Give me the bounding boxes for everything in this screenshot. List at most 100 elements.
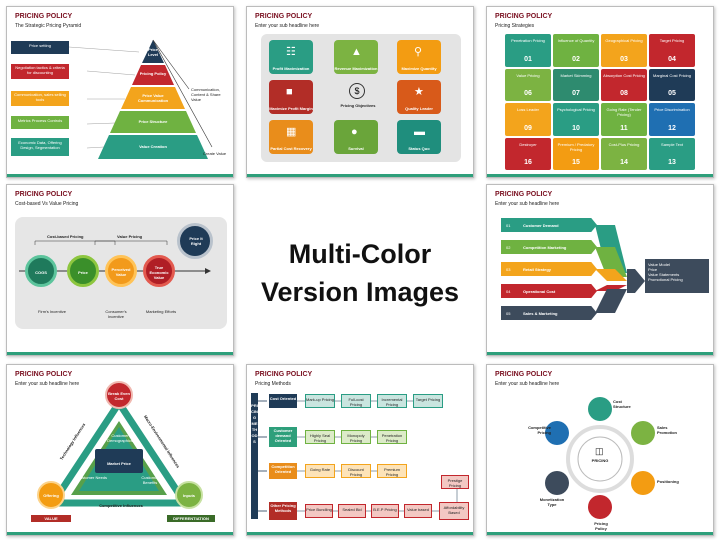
list-bar bbox=[501, 284, 597, 298]
pyramid-right-note: Communication, Content & Share Value bbox=[191, 87, 221, 102]
thumbnail-triangle[interactable]: PRICING POLICY Enter your sub headline h… bbox=[6, 364, 234, 536]
tile: Quality Leader★ bbox=[397, 80, 441, 114]
value-tag: VALUE bbox=[31, 515, 71, 522]
pyramid-left-box-4: Metrics Process Controls bbox=[11, 116, 69, 129]
method-box: Price Bundling bbox=[305, 504, 333, 518]
inputs-circle: Inputs bbox=[175, 481, 203, 509]
dollar-icon: $ bbox=[349, 83, 365, 99]
pyramid-level-3: Price Value Communication bbox=[137, 93, 169, 103]
method-box: Value based bbox=[404, 504, 432, 518]
list-label: Retail Strategy bbox=[523, 267, 552, 272]
tile: Survival● bbox=[334, 120, 378, 154]
strategy-label: Value Pricing bbox=[516, 72, 540, 78]
strategy-label: Marginal Cost Pricing bbox=[652, 72, 691, 78]
method-box: Penetration Pricing bbox=[377, 430, 407, 444]
radial-center-label: PRICING bbox=[591, 458, 609, 463]
bracket-label: Value Pricing bbox=[117, 234, 143, 239]
strategy-number: 03 bbox=[620, 55, 628, 63]
tile: Maximize Profit Margin■ bbox=[269, 80, 313, 114]
slide-subtitle: Enter your sub headline here bbox=[255, 23, 320, 29]
thumbnail-objectives[interactable]: PRICING POLICY Enter your sub headline h… bbox=[246, 6, 474, 178]
thumbnail-radial[interactable]: PRICING POLICY Enter your sub headline h… bbox=[486, 364, 714, 536]
method-category: Other Pricing Methods bbox=[269, 502, 297, 520]
method-box: Sealed Bid bbox=[338, 504, 366, 518]
method-box: Full-cost Pricing bbox=[341, 394, 371, 408]
thumbnail-arrow-list[interactable]: PRICING POLICY Enter your sub headline h… bbox=[486, 184, 714, 356]
list-number: 05 bbox=[506, 311, 511, 316]
customer-label: Customer Benefits bbox=[141, 475, 159, 485]
list-bar bbox=[501, 262, 597, 276]
strategy-number: 12 bbox=[668, 124, 676, 132]
step-circle: True Economic Value bbox=[143, 255, 175, 287]
method-box: Premium Pricing bbox=[377, 464, 407, 478]
bullet-box: Value Model Price Value Statements Promo… bbox=[645, 259, 709, 293]
step-circle: Price bbox=[67, 255, 99, 287]
list-label: Customer Demand bbox=[523, 223, 559, 228]
method-box: Highly Seal Pricing bbox=[305, 430, 335, 444]
method-box: B.E.P Pricing bbox=[371, 504, 399, 518]
thumbnail-methods[interactable]: PRICING POLICY Pricing Methods PRICING M… bbox=[246, 364, 474, 536]
bottom-label: Marketing Efforts bbox=[145, 309, 177, 314]
caption-line-2: Version Images bbox=[260, 277, 460, 307]
thumbnail-strategies[interactable]: PRICING POLICY Pricing Strategies Penetr… bbox=[486, 6, 714, 178]
strategy-label: Price Discrimination bbox=[654, 107, 690, 112]
slide-title: PRICING POLICY bbox=[15, 13, 73, 20]
base-label: Competitive Influences bbox=[99, 503, 143, 508]
strategy-cell: Market Skimming 07 bbox=[553, 68, 599, 101]
slide-subtitle: Cost-based Vs Value Pricing bbox=[15, 201, 79, 207]
list-bar bbox=[501, 306, 597, 320]
method-category: Cost Oriented bbox=[269, 394, 297, 408]
strategy-label: Target Pricing bbox=[659, 38, 685, 43]
slide-subtitle: Pricing Methods bbox=[255, 381, 291, 387]
bottom-label: Consumer's Incentive bbox=[105, 309, 127, 319]
strategy-label: Market Skimming bbox=[560, 72, 592, 78]
list-label: Operational Cost bbox=[523, 289, 556, 294]
slide-title: PRICING POLICY bbox=[255, 371, 313, 378]
radial-item: Competitive Pricing bbox=[528, 425, 551, 435]
strategy-cell: Going Rate (Tender Pricing)11 bbox=[601, 103, 647, 136]
funnel-arrows bbox=[595, 225, 645, 313]
strategy-label: Psychological Pricing bbox=[557, 107, 595, 112]
slide-title: PRICING POLICY bbox=[495, 371, 553, 378]
pyramid-level-2: Pricing Policy bbox=[139, 71, 167, 76]
strategy-number: 07 bbox=[572, 90, 580, 97]
differentiation-tag: DIFFERENTIATION bbox=[167, 515, 215, 522]
method-box: Affordability Based bbox=[439, 502, 469, 520]
strategy-number: 01 bbox=[524, 55, 532, 63]
list-number: 04 bbox=[506, 289, 511, 294]
triangle-diagram bbox=[46, 396, 192, 507]
method-box: Prestige Pricing bbox=[441, 475, 469, 489]
strategy-label: Influence of Quantity bbox=[557, 38, 595, 43]
slide-title: PRICING POLICY bbox=[495, 13, 553, 20]
thumbnail-pyramid[interactable]: PRICING POLICY The Strategic Pricing Pyr… bbox=[6, 6, 234, 178]
strategy-label: Cost-Plus Pricing bbox=[608, 141, 640, 147]
bottom-label: Firm's Incentive bbox=[38, 309, 66, 314]
thumbnail-cost-vs-value[interactable]: PRICING POLICY Cost-based Vs Value Prici… bbox=[6, 184, 234, 356]
radial-item: Cost Structure bbox=[613, 399, 631, 409]
list-number: 02 bbox=[506, 245, 511, 250]
tile: Partial Cost Recovery▦ bbox=[269, 120, 313, 154]
method-category: Competition Oriented bbox=[269, 463, 297, 479]
strategy-cell: Price Discrimination 12 bbox=[649, 103, 695, 136]
list-number: 01 bbox=[506, 223, 511, 228]
tile: Revenue Maximization▲ bbox=[334, 40, 378, 74]
method-box: Discount Pricing bbox=[341, 464, 371, 478]
center-label: Market Price bbox=[107, 461, 131, 466]
method-category: Customer demand Oriented bbox=[269, 427, 297, 447]
slide-subtitle: Pricing Strategies bbox=[495, 23, 535, 29]
strategy-label: Going Rate (Tender Pricing) bbox=[606, 107, 642, 117]
pyramid-level-1: Price Level bbox=[147, 47, 159, 57]
customer-label: Customer Needs bbox=[77, 475, 108, 480]
slide-subtitle: Enter your sub headline here bbox=[495, 201, 560, 207]
strategy-number: 15 bbox=[572, 159, 580, 166]
step-circle: Perceived Value bbox=[105, 255, 137, 287]
